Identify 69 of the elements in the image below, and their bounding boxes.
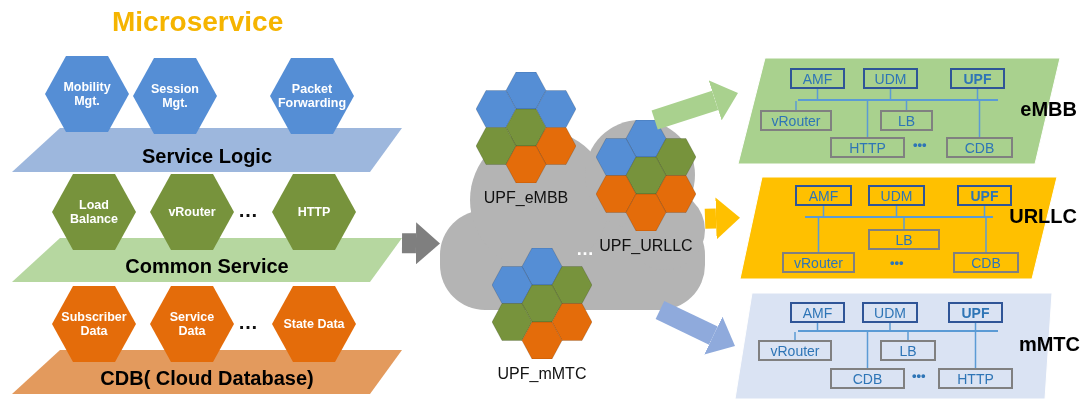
hexagon-service: Mobility Mgt. xyxy=(45,56,129,132)
hexagon-service: State Data xyxy=(272,286,356,362)
connector-line xyxy=(889,88,892,100)
function-box: UDM xyxy=(863,68,918,89)
hexagon-service: vRouter xyxy=(150,174,234,250)
hexagon-service: Packet Forwarding xyxy=(270,58,354,134)
function-box: UDM xyxy=(862,302,918,323)
function-box: UDM xyxy=(868,185,925,206)
connector-line xyxy=(817,217,820,253)
connector-line xyxy=(866,100,869,138)
connector-line xyxy=(985,217,987,253)
slice-label: mMTC xyxy=(1018,333,1080,356)
arrow xyxy=(655,301,735,355)
connector-line xyxy=(978,100,981,138)
function-box: UPF xyxy=(948,302,1003,323)
hexagon-service: Subscriber Data xyxy=(52,286,136,362)
cluster-label: UPF_URLLC xyxy=(599,237,693,255)
bus-line xyxy=(798,99,998,101)
diagram-title: Microservice xyxy=(112,6,284,38)
function-box: AMF xyxy=(795,185,852,206)
function-box: AMF xyxy=(790,302,845,323)
function-box: AMF xyxy=(790,68,845,89)
slice-label: eMBB xyxy=(1020,98,1077,121)
ellipsis-text: … xyxy=(238,200,258,220)
bus-line xyxy=(798,330,998,332)
connector-line xyxy=(983,205,986,217)
connector-line xyxy=(866,331,869,369)
function-box: HTTP xyxy=(830,137,905,158)
connector-line xyxy=(889,322,891,331)
connector-line xyxy=(822,205,825,217)
hexagon-service: Load Balance xyxy=(52,174,136,250)
function-box: UPF xyxy=(957,185,1012,206)
ellipsis-text: … xyxy=(576,240,594,258)
cluster-label: UPF_eMBB xyxy=(483,189,569,207)
arrow xyxy=(401,222,440,265)
arrow xyxy=(704,197,740,240)
connector-line xyxy=(976,88,979,100)
function-box: HTTP xyxy=(938,368,1013,389)
function-box: LB xyxy=(880,110,933,131)
function-box: CDB xyxy=(830,368,905,389)
connector-line xyxy=(895,205,898,217)
connector-line xyxy=(816,88,819,100)
connector-line xyxy=(905,100,908,111)
connector-line xyxy=(907,331,909,341)
connector-line xyxy=(903,217,905,230)
arrow xyxy=(651,80,738,130)
function-box: LB xyxy=(868,229,940,250)
connector-line xyxy=(816,322,819,331)
bus-line xyxy=(805,216,993,218)
connector-line xyxy=(974,331,977,369)
function-box: vRouter xyxy=(782,252,855,273)
connector-line xyxy=(974,322,977,331)
connector-line xyxy=(794,331,796,341)
hexagon-service: Session Mgt. xyxy=(133,58,217,134)
ellipsis-text: … xyxy=(238,312,258,332)
hexagon-service: Service Data xyxy=(150,286,234,362)
function-box: CDB xyxy=(953,252,1019,273)
hexagon-service: HTTP xyxy=(272,174,356,250)
function-box: CDB xyxy=(946,137,1013,158)
cluster-label: UPF_mMTC xyxy=(497,365,587,383)
ellipsis-text: ••• xyxy=(890,256,904,269)
layer-band: Service Logic xyxy=(12,128,402,172)
function-box: LB xyxy=(880,340,936,361)
function-box: UPF xyxy=(950,68,1005,89)
ellipsis-text: ••• xyxy=(912,369,926,382)
ellipsis-text: ••• xyxy=(913,138,927,151)
connector-line xyxy=(795,100,797,111)
function-box: vRouter xyxy=(758,340,832,361)
function-box: vRouter xyxy=(760,110,832,131)
